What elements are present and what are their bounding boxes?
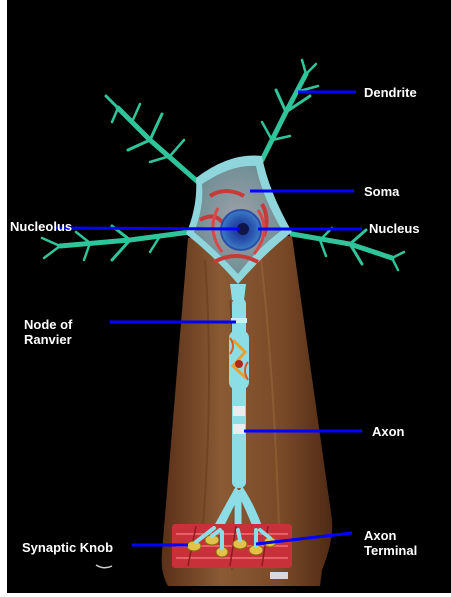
stand-badge	[270, 572, 288, 579]
pointer-nucleolus	[54, 228, 240, 229]
label-nucleus: Nucleus	[369, 221, 420, 236]
label-nucleolus-text: Nucleolus	[10, 219, 72, 234]
label-axon-text: Axon	[372, 424, 405, 439]
label-axon-terminal: Axon Terminal	[364, 528, 417, 558]
label-node-of-ranvier: Node of Ranvier	[24, 317, 72, 347]
label-dendrite: Dendrite	[364, 85, 417, 100]
label-axon-terminal-line2: Terminal	[364, 543, 417, 558]
label-node-of-ranvier-line1: Node of	[24, 317, 72, 332]
label-node-of-ranvier-line2: Ranvier	[24, 332, 72, 347]
label-synaptic-knob-text: Synaptic Knob	[22, 540, 113, 555]
label-synaptic-knob: Synaptic Knob	[22, 540, 113, 555]
label-nucleus-text: Nucleus	[369, 221, 420, 236]
label-dendrite-text: Dendrite	[364, 85, 417, 100]
label-soma: Soma	[364, 184, 399, 199]
label-nucleolus: Nucleolus	[10, 219, 72, 234]
label-axon-terminal-line1: Axon	[364, 528, 417, 543]
label-soma-text: Soma	[364, 184, 399, 199]
label-axon: Axon	[372, 424, 405, 439]
